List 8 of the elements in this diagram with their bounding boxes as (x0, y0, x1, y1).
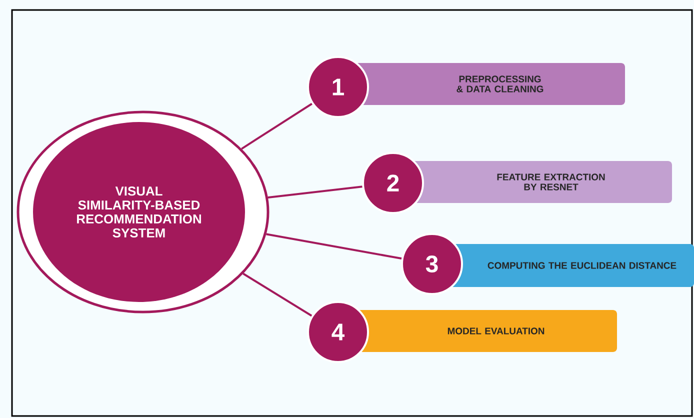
connector-line (266, 233, 402, 260)
step-bar: MODEL EVALUATION (345, 310, 617, 352)
connector-line (242, 272, 312, 317)
step-bar: COMPUTING THE EUCLIDEAN DISTANCE (440, 244, 694, 287)
step-bar: FEATURE EXTRACTION BY RESNET (400, 161, 672, 203)
connector-line (241, 102, 312, 150)
connector-line (268, 186, 362, 198)
step-bar: PREPROCESSING & DATA CLEANING (345, 63, 625, 105)
